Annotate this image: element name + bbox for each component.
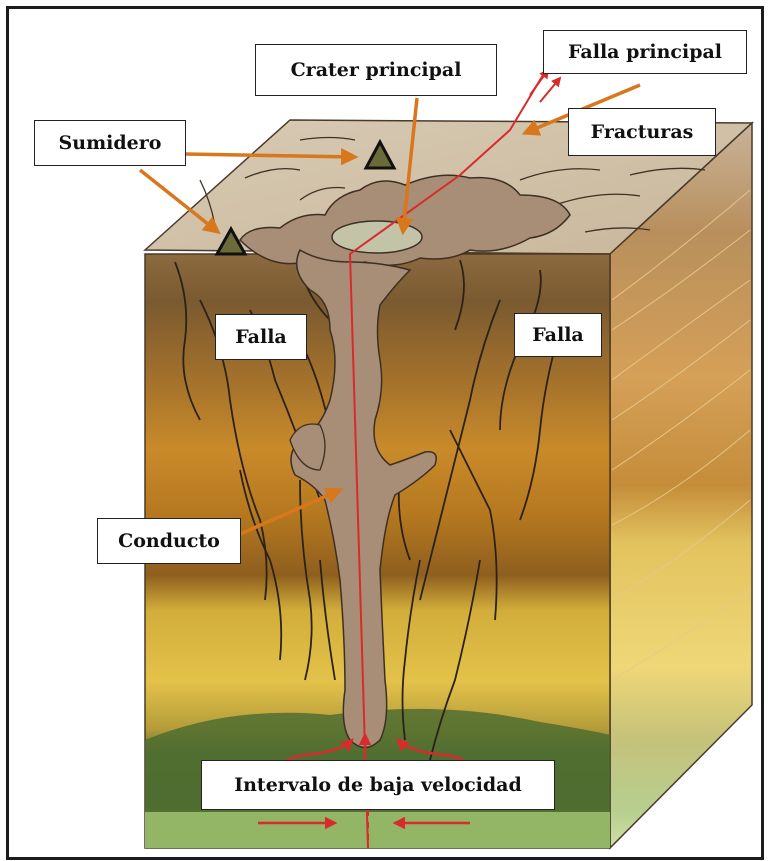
label-falla-right: Falla <box>514 313 602 357</box>
label-falla-principal: Falla principal <box>543 30 747 74</box>
bottom-pale-layer <box>145 812 610 848</box>
label-intervalo: Intervalo de baja velocidad <box>201 760 555 810</box>
label-conducto: Conducto <box>97 518 241 564</box>
label-sumidero: Sumidero <box>34 120 186 166</box>
label-falla-left: Falla <box>215 314 307 360</box>
label-crater-principal: Crater principal <box>255 44 497 96</box>
main-crater <box>332 221 422 253</box>
label-fracturas: Fracturas <box>568 108 716 156</box>
